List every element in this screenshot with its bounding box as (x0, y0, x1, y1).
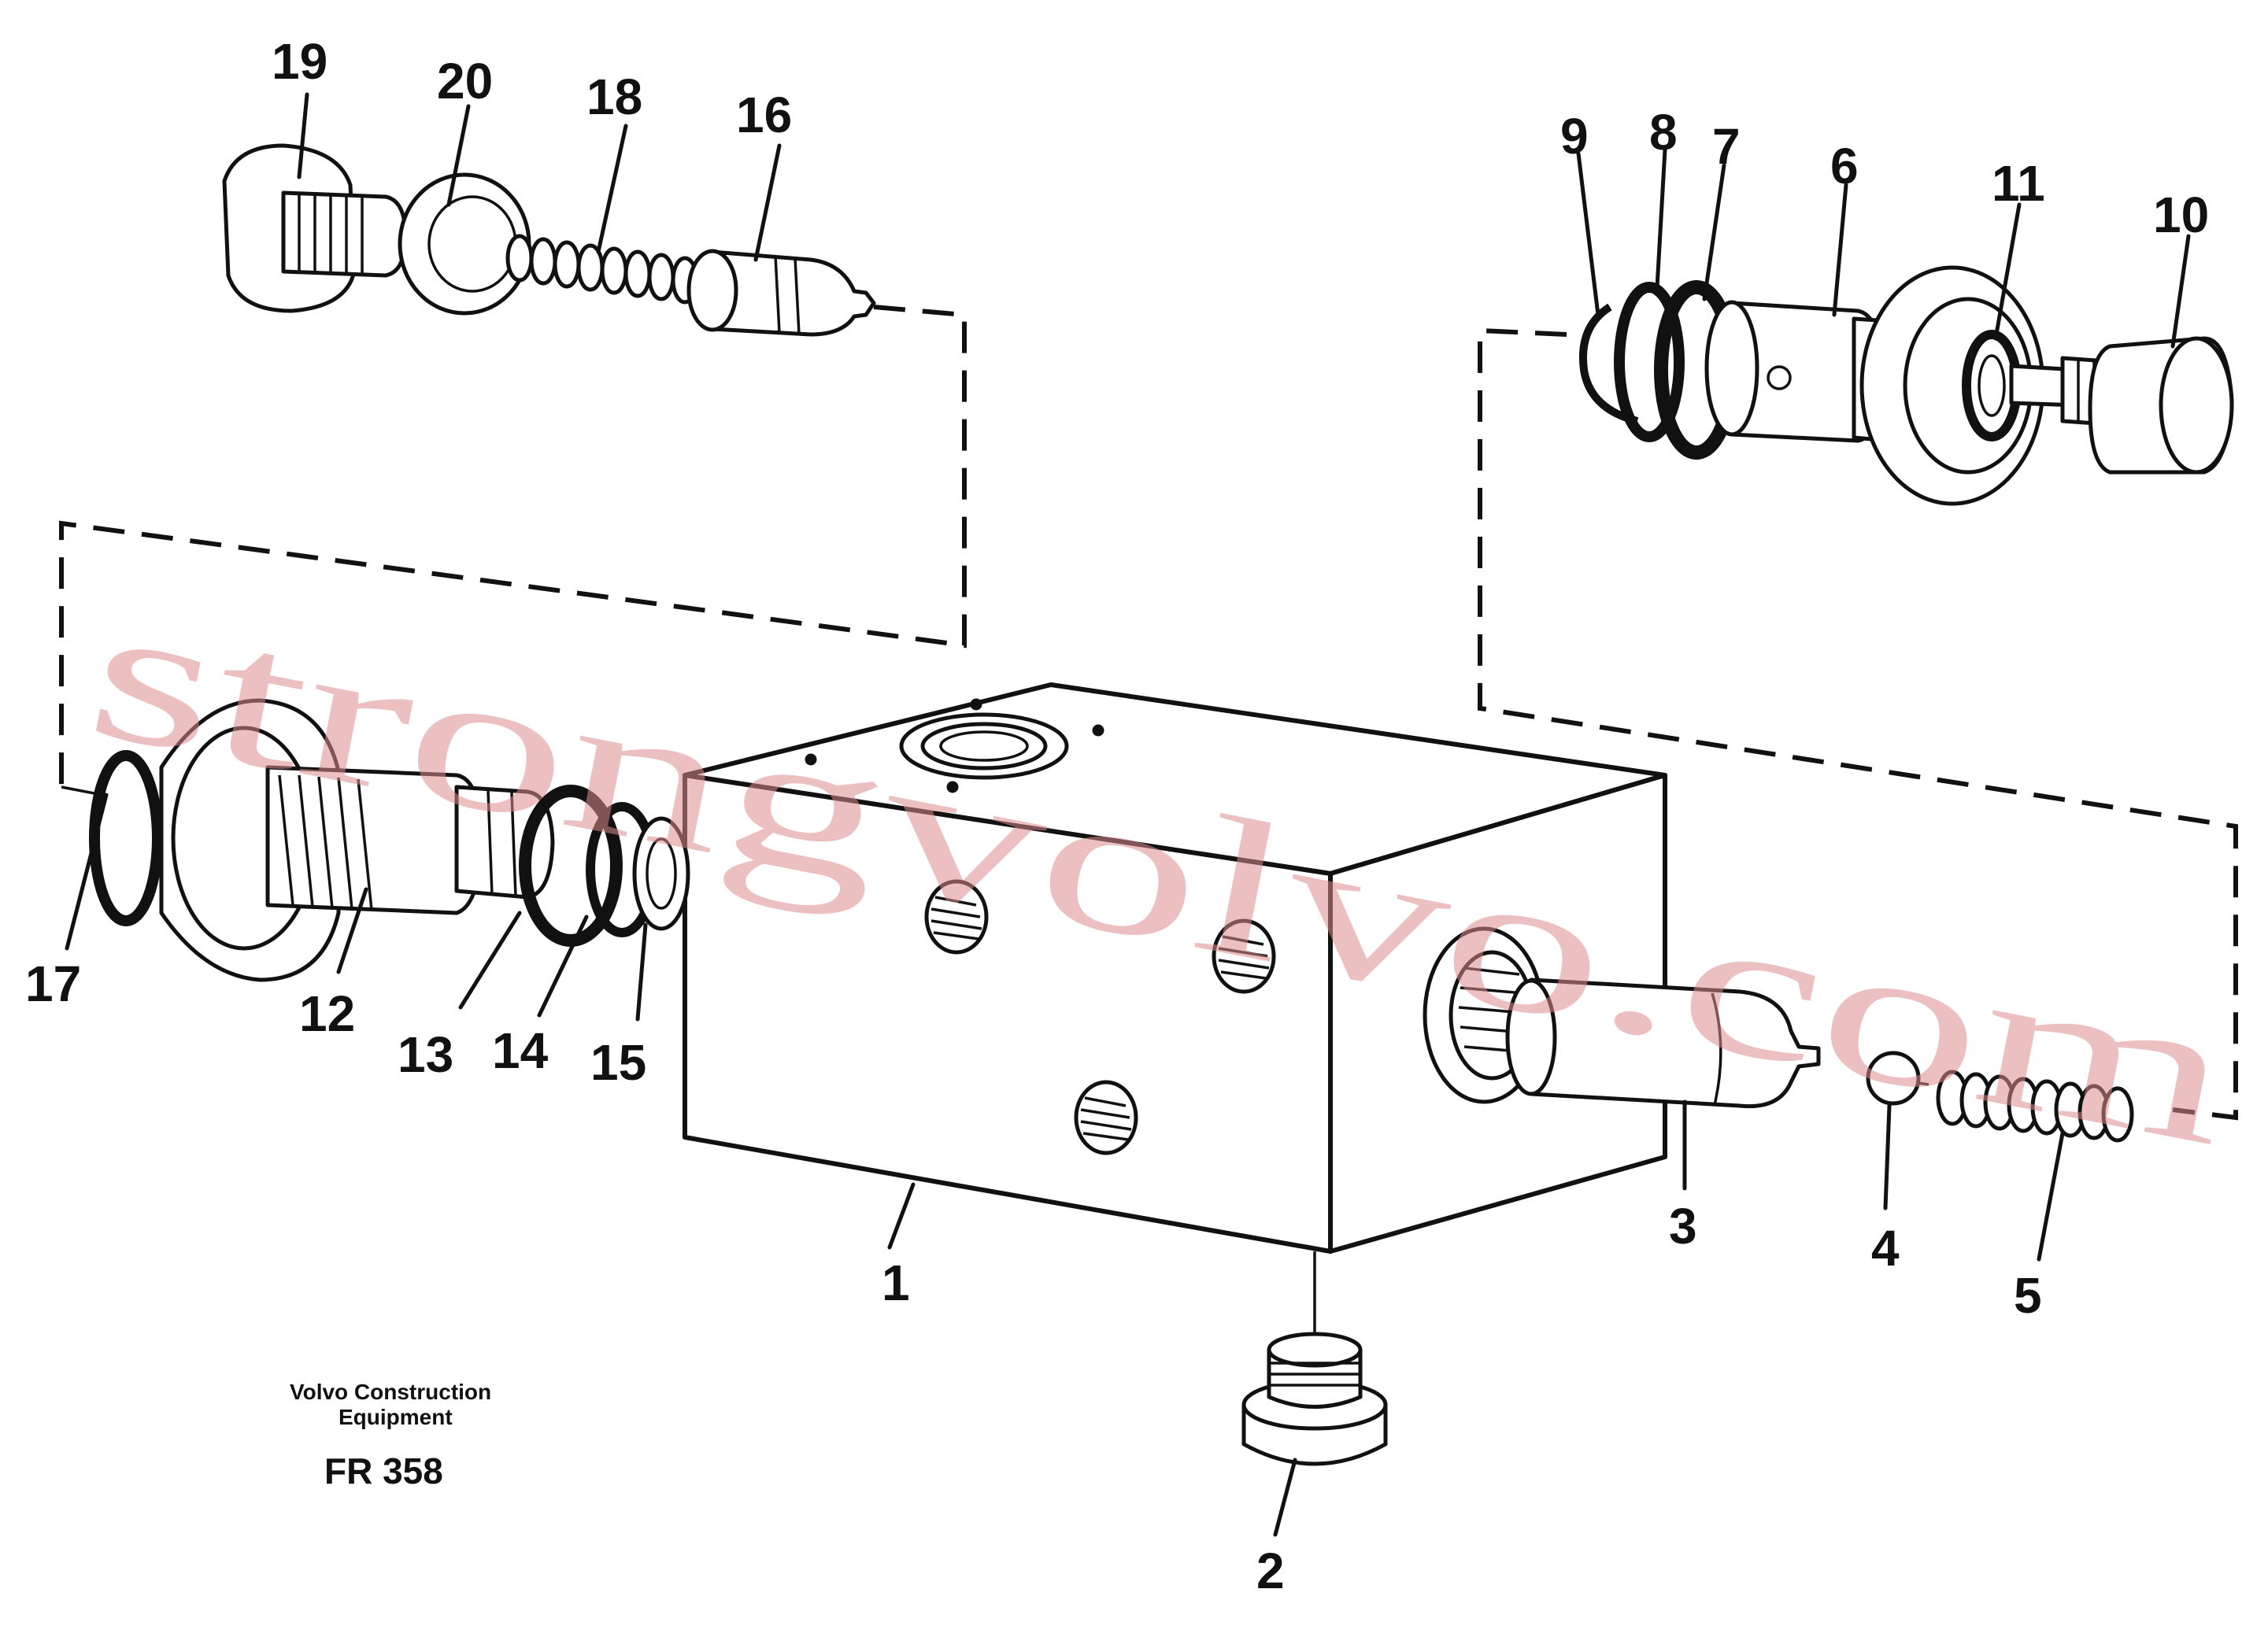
figure-id: FR 358 (324, 1450, 443, 1491)
left-cartridge-assembly (89, 698, 690, 982)
callout-11: 11 (1992, 155, 2045, 212)
top-right-assembly (1579, 265, 2234, 506)
callout-12: 12 (299, 985, 355, 1042)
manufacturer-line-1: Volvo Construction (290, 1380, 491, 1404)
callout-9: 9 (1560, 108, 1589, 164)
figure-caption: Volvo Construction Equipment FR 358 (290, 1380, 491, 1491)
callout-4: 4 (1871, 1220, 1900, 1277)
o-ring-part-13 (519, 785, 623, 947)
threaded-port (1212, 918, 1276, 994)
spring-part-18 (505, 234, 699, 305)
leader-lines (65, 92, 2191, 1537)
manufacturer-line-2: Equipment (339, 1405, 453, 1429)
ball-part-4 (1866, 1051, 1921, 1106)
callout-14: 14 (492, 1022, 549, 1079)
threaded-port (924, 879, 989, 955)
snap-ring-part-9 (1579, 303, 1639, 425)
callout-3: 3 (1669, 1198, 1697, 1255)
callout-5: 5 (2014, 1267, 2042, 1324)
callout-7: 7 (1712, 118, 1741, 175)
callout-2: 2 (1256, 1543, 1285, 1599)
callout-16: 16 (736, 87, 792, 143)
callout-13: 13 (398, 1026, 453, 1083)
callout-20: 20 (437, 53, 493, 109)
callout-labels: 1 2 3 4 5 6 7 8 9 10 11 12 13 14 15 16 1… (25, 33, 2209, 1599)
callout-1: 1 (882, 1255, 910, 1311)
callout-10: 10 (2153, 187, 2209, 243)
plug-part-2 (1241, 1332, 1388, 1466)
callout-17: 17 (25, 955, 81, 1012)
top-left-assembly (222, 143, 876, 337)
callout-8: 8 (1649, 104, 1678, 161)
spring-part-5 (1936, 1070, 2134, 1143)
ring-part-15 (632, 816, 690, 931)
threaded-port (1074, 1080, 1138, 1155)
callout-18: 18 (586, 68, 642, 125)
callout-19: 19 (272, 33, 327, 90)
o-ring-part-8 (1614, 282, 1685, 442)
callout-15: 15 (590, 1034, 646, 1091)
spool-part-3 (1505, 977, 1821, 1109)
callout-6: 6 (1830, 138, 1859, 194)
valve-block (683, 682, 1667, 1254)
seal-part-11 (1962, 330, 2022, 442)
